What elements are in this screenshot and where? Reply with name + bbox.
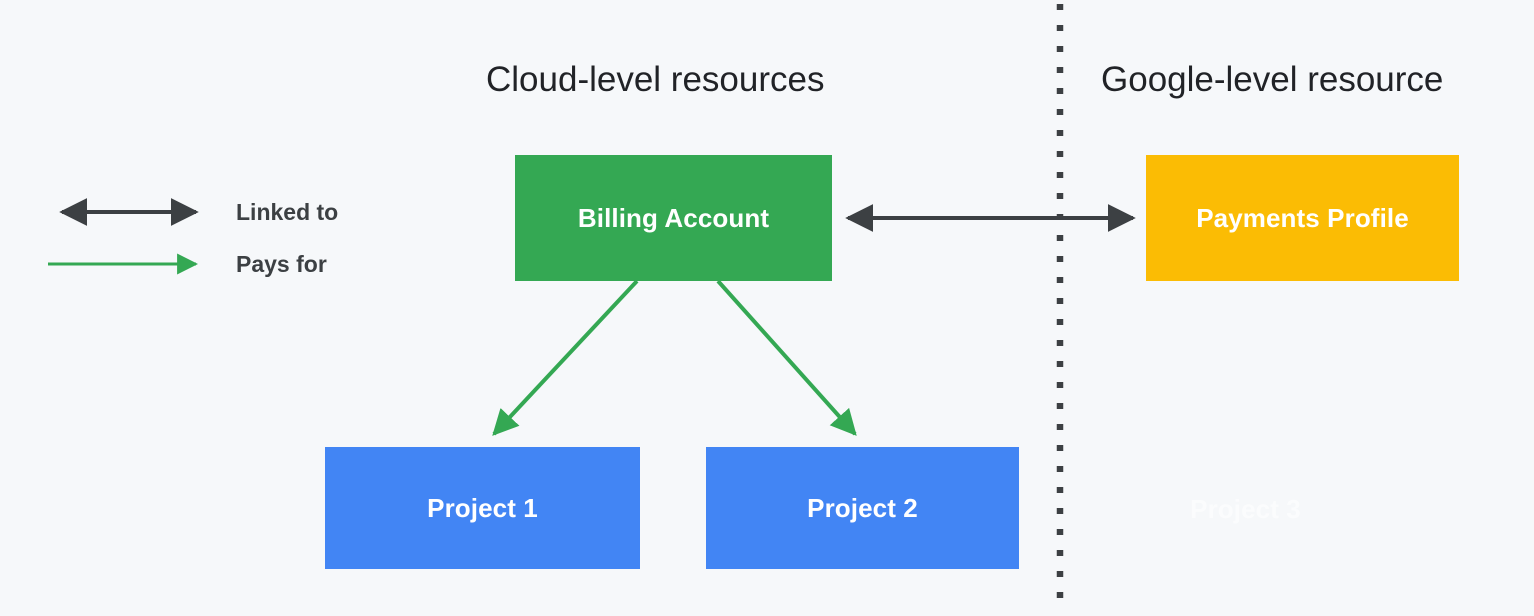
edge-billing-to-project-2 xyxy=(716,279,857,436)
node-project-1[interactable]: Project 1 xyxy=(325,447,640,569)
legend-label-linked-to: Linked to xyxy=(236,199,339,225)
column-header-google-level: Google-level resource xyxy=(1101,60,1444,99)
node-project-3: Project 3 xyxy=(1190,493,1301,524)
node-billing-account[interactable]: Billing Account xyxy=(515,155,832,281)
legend-label-pays-for: Pays for xyxy=(236,251,327,277)
node-payments-profile[interactable]: Payments Profile xyxy=(1146,155,1459,281)
column-header-cloud-level: Cloud-level resources xyxy=(486,60,825,99)
edge-billing-to-project-1 xyxy=(492,279,639,436)
node-project-2[interactable]: Project 2 xyxy=(706,447,1019,569)
